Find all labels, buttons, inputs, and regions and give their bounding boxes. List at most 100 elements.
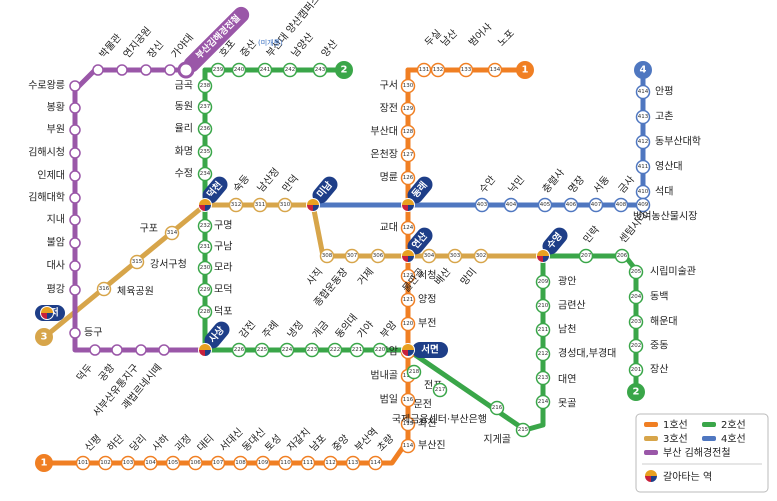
station-node[interactable] (252, 197, 268, 213)
station-지내[interactable]: 지내 (47, 214, 81, 226)
station-node[interactable] (635, 197, 651, 213)
station-node[interactable] (400, 392, 416, 408)
station-node[interactable] (135, 344, 147, 356)
station-node[interactable] (312, 62, 328, 78)
station-node[interactable] (628, 289, 644, 305)
station-node[interactable] (447, 248, 463, 264)
station-node[interactable] (304, 342, 320, 358)
transfer-deokcheon[interactable]: 덕천 (198, 173, 231, 212)
station-node[interactable] (116, 64, 128, 76)
station-node[interactable] (300, 455, 316, 471)
station-node[interactable] (416, 62, 432, 78)
station-node[interactable] (535, 370, 551, 386)
station-node[interactable] (614, 248, 630, 264)
station-봉황[interactable]: 봉황 (47, 102, 81, 114)
station-node[interactable] (503, 197, 519, 213)
station-node[interactable] (69, 260, 81, 272)
station-node[interactable] (255, 455, 271, 471)
station-node[interactable] (282, 62, 298, 78)
station-node[interactable] (165, 455, 181, 471)
station-node[interactable] (197, 239, 213, 255)
station-node[interactable] (69, 102, 81, 114)
station-node[interactable] (197, 218, 213, 234)
station-node[interactable] (421, 248, 437, 264)
station-김해대학[interactable]: 김해대학 (28, 191, 81, 204)
station-node[interactable] (210, 62, 226, 78)
station-node[interactable] (430, 62, 446, 78)
station-node[interactable] (400, 170, 416, 186)
station-node[interactable] (372, 342, 388, 358)
station-node[interactable] (197, 260, 213, 276)
station-node[interactable] (563, 197, 579, 213)
station-대사[interactable]: 대사 (47, 260, 81, 272)
station-node[interactable] (323, 455, 338, 471)
station-node[interactable] (92, 64, 104, 76)
station-node[interactable] (69, 170, 81, 182)
station-node[interactable] (458, 62, 474, 78)
station-node[interactable] (279, 342, 295, 358)
station-node[interactable] (129, 254, 145, 270)
station-node[interactable] (111, 344, 123, 356)
transfer-seomyeon[interactable]: 서면 (401, 342, 448, 358)
station-node[interactable] (75, 455, 91, 471)
station-node[interactable] (69, 237, 81, 249)
transfer-daejeo[interactable]: 대저 (35, 305, 65, 321)
transfer-minam[interactable]: 미남 (306, 173, 341, 212)
station-node[interactable] (164, 225, 180, 241)
station-node[interactable] (628, 338, 644, 354)
station-node[interactable] (69, 192, 81, 204)
station-node[interactable] (231, 62, 247, 78)
station-node[interactable] (319, 248, 335, 264)
station-node[interactable] (588, 197, 604, 213)
station-평강[interactable]: 평강 (47, 284, 81, 296)
station-node[interactable] (406, 364, 422, 380)
station-node[interactable] (473, 248, 489, 264)
station-node[interactable] (197, 282, 213, 298)
station-인제대[interactable]: 인제대 (37, 170, 81, 182)
station-node[interactable] (254, 342, 270, 358)
station-node[interactable] (98, 455, 113, 471)
station-node[interactable] (400, 268, 416, 284)
station-node[interactable] (487, 62, 503, 78)
station-node[interactable] (474, 197, 490, 213)
station-등구[interactable]: 등구 (69, 327, 102, 339)
station-node[interactable] (120, 455, 136, 471)
station-node[interactable] (400, 220, 416, 236)
station-node[interactable] (400, 416, 416, 432)
station-부원[interactable]: 부원 (47, 124, 81, 136)
station-node[interactable] (210, 455, 226, 471)
station-node[interactable] (327, 342, 343, 358)
station-node[interactable] (278, 455, 293, 471)
station-node[interactable] (515, 422, 531, 438)
station-node[interactable] (69, 327, 81, 339)
station-node[interactable] (344, 248, 360, 264)
station-node[interactable] (345, 455, 361, 471)
station-node[interactable] (140, 64, 152, 76)
